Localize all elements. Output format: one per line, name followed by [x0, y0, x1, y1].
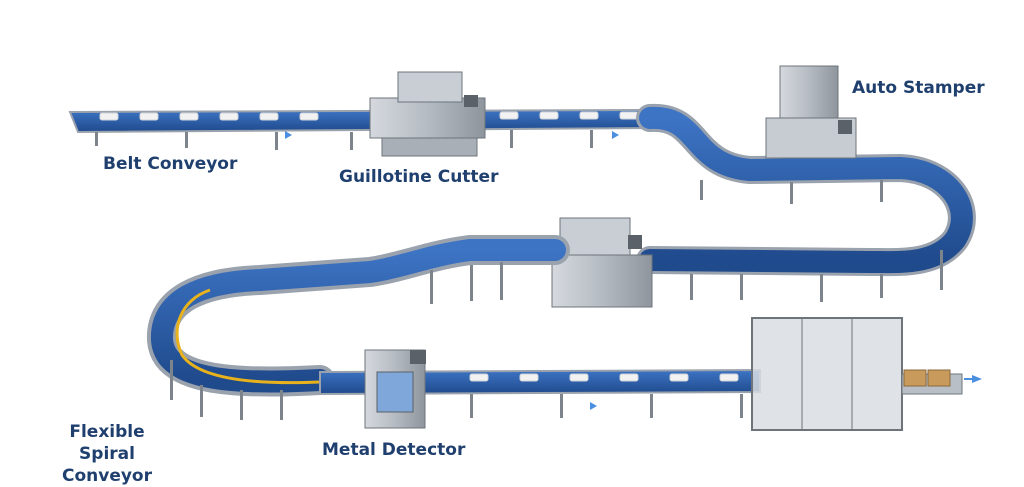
conveyor-line-graphic: [68, 65, 982, 431]
auto-stamper-machine: [765, 65, 857, 159]
s-curve-conveyor: [636, 103, 976, 302]
belt-conveyor-top: [68, 108, 662, 150]
guillotine-cutter-machine: [369, 71, 486, 157]
case-packer-machine: [751, 317, 982, 431]
metal-detector-machine: [364, 349, 426, 429]
flexible-spiral-conveyor-label: Flexible Spiral Conveyor: [61, 422, 152, 486]
production-line-illustration: Belt Conveyor Guillotine Cutter Auto Sta…: [62, 65, 985, 486]
auto-stamper-label: Auto Stamper: [852, 78, 985, 98]
belt-conveyor-bottom: [319, 368, 761, 418]
middle-processing-machine: [551, 217, 653, 308]
flexible-spiral-conveyor: [147, 235, 570, 420]
guillotine-cutter-label: Guillotine Cutter: [339, 167, 499, 187]
metal-detector-label: Metal Detector: [322, 440, 466, 460]
belt-conveyor-label: Belt Conveyor: [103, 154, 238, 174]
